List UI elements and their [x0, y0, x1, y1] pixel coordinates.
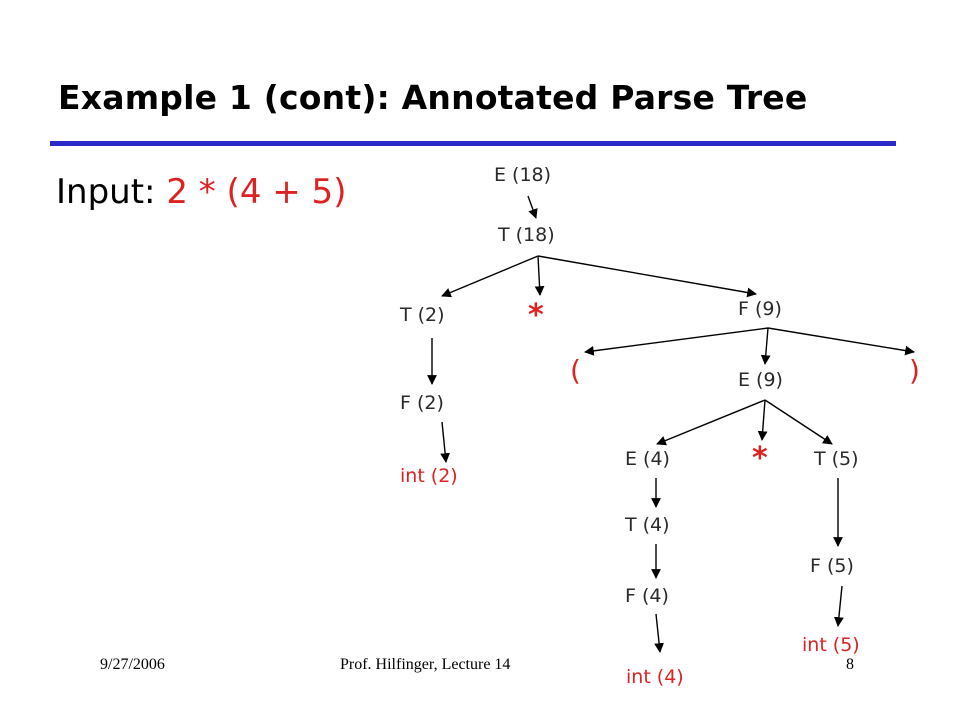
node-f4: F (4) — [625, 585, 669, 607]
edge-t18-f9 — [537, 255, 757, 298]
node-t18: T (18) — [498, 224, 555, 246]
node-e4: E (4) — [625, 448, 670, 470]
edge-e18-t18 — [527, 195, 538, 219]
node-int2: int (2) — [400, 465, 458, 487]
input-line: Input: 2 * (4 + 5) — [56, 172, 346, 212]
footer-date: 9/27/2006 — [100, 656, 165, 673]
edge-f4-int4 — [654, 613, 664, 653]
node-t4: T (4) — [625, 514, 670, 536]
node-f2: F (2) — [400, 392, 444, 414]
edge-t18-t2 — [441, 255, 539, 298]
node-int4: int (4) — [626, 666, 684, 688]
edge-f9-e9 — [760, 327, 771, 365]
footer-author: Prof. Hilfinger, Lecture 14 — [340, 656, 511, 673]
edge-f9-lparen — [584, 327, 769, 356]
edge-e9-t5 — [764, 399, 833, 445]
node-f9: F (9) — [738, 298, 782, 320]
footer-page-number: 8 — [846, 656, 854, 673]
edge-t18-star1 — [534, 255, 545, 296]
edge-f9-rparen — [767, 327, 915, 356]
node-t5: T (5) — [814, 448, 859, 470]
node-e18: E (18) — [494, 164, 552, 186]
edge-f2-int2 — [440, 421, 450, 463]
input-label: Input: — [56, 172, 156, 212]
node-t2: T (2) — [400, 304, 445, 326]
slide-title: Example 1 (cont): Annotated Parse Tree — [58, 78, 808, 117]
edge-f5-int5 — [834, 585, 844, 627]
edge-e9-star2 — [757, 399, 768, 441]
node-lparen: ( — [570, 354, 581, 387]
node-star-1: * — [528, 298, 544, 333]
title-divider — [50, 141, 896, 146]
edge-e9-e4 — [656, 399, 766, 446]
node-e9: E (9) — [738, 369, 783, 391]
node-rparen: ) — [909, 354, 920, 387]
input-expression: 2 * (4 + 5) — [166, 172, 347, 212]
node-f5: F (5) — [810, 555, 854, 577]
node-star-2: * — [752, 441, 768, 476]
node-int5: int (5) — [802, 634, 860, 656]
